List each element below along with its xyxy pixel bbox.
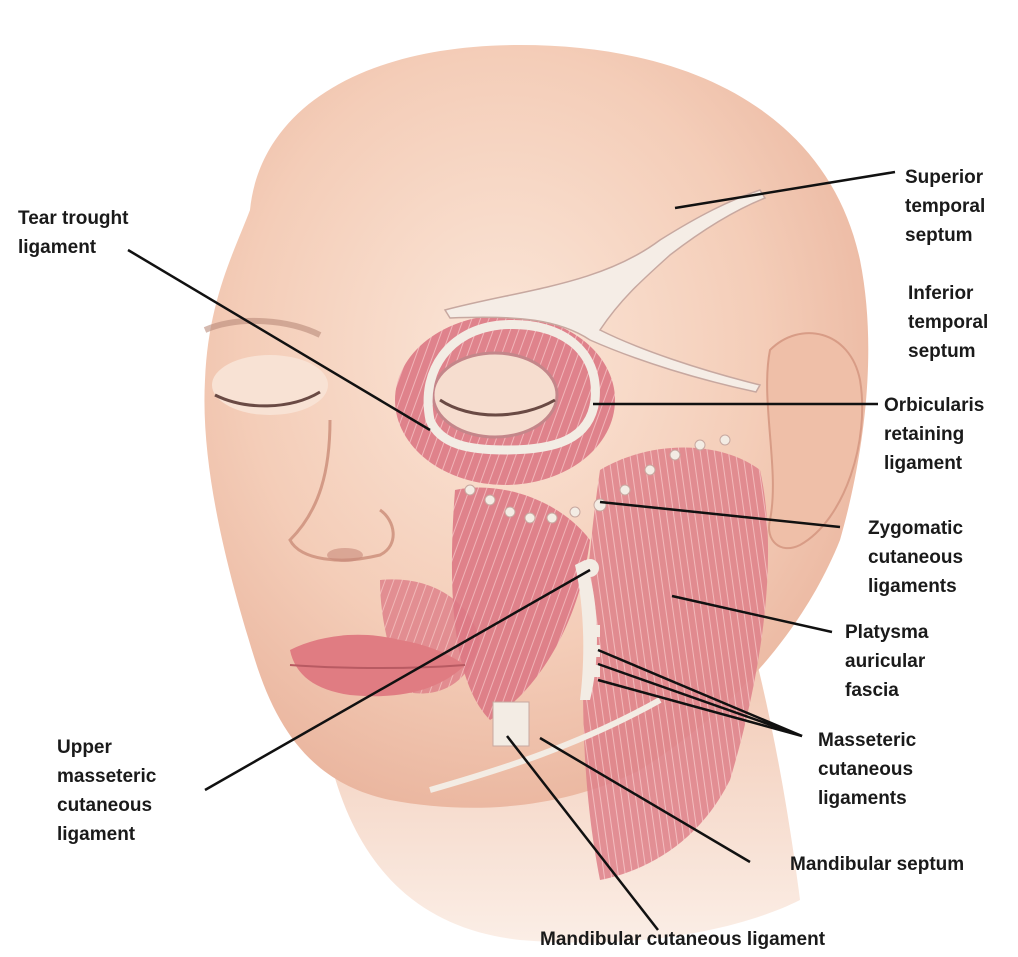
label-tear-trough: Tear trought ligament — [18, 204, 128, 262]
label-zygomatic-cutaneous-ligaments: Zygomatic cutaneous ligaments — [868, 514, 963, 601]
label-inferior-temporal-septum: Inferior temporal septum — [908, 279, 988, 366]
label-orbicularis-retaining-ligament: Orbicularis retaining ligament — [884, 391, 984, 478]
label-superior-temporal-septum: Superior temporal septum — [905, 163, 985, 250]
label-upper-masseteric-cutaneous-ligament: Upper masseteric cutaneous ligament — [57, 733, 156, 849]
ear — [767, 333, 862, 548]
label-masseteric-cutaneous-ligaments: Masseteric cutaneous ligaments — [818, 726, 916, 813]
right-eye-opening — [433, 353, 557, 437]
label-mandibular-septum: Mandibular septum — [790, 850, 964, 879]
label-platysma-auricular-fascia: Platysma auricular fascia — [845, 618, 928, 705]
label-mandibular-cutaneous-ligament: Mandibular cutaneous ligament — [540, 925, 825, 954]
